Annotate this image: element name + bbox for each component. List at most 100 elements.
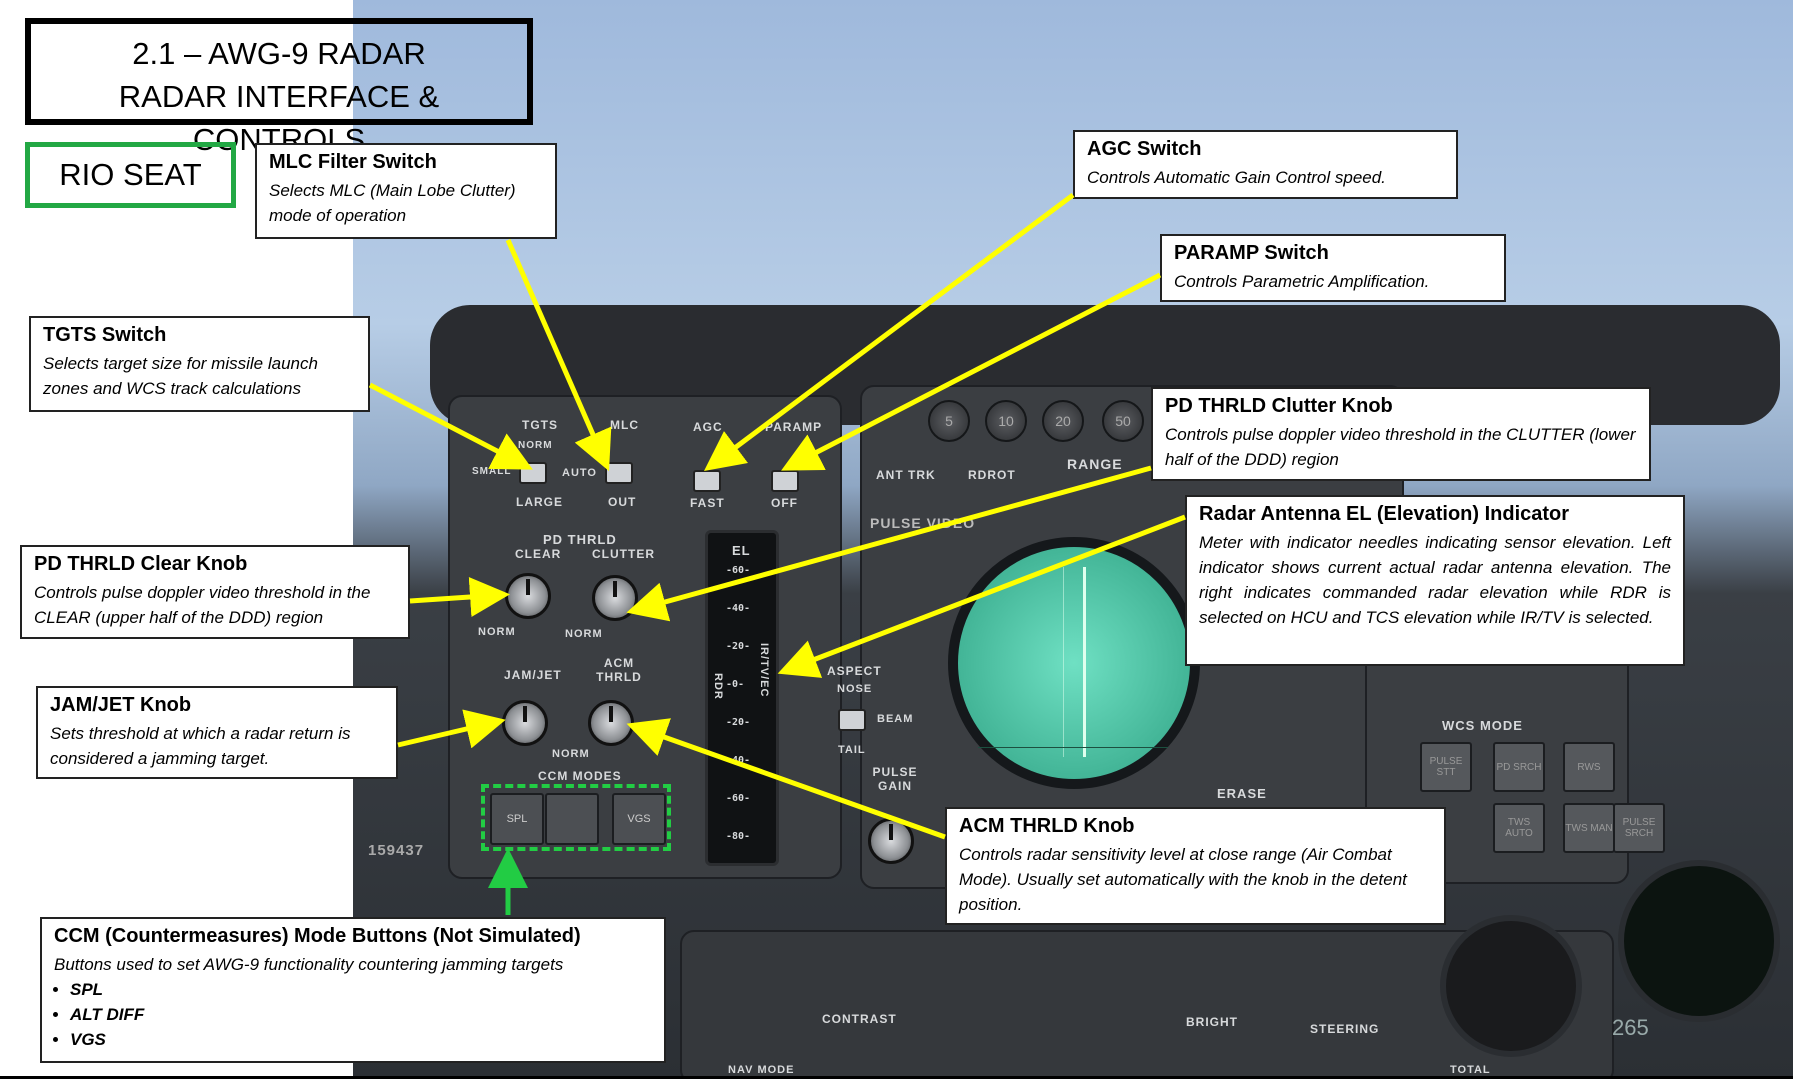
el-tick-label: -60- bbox=[726, 793, 751, 804]
callout-tgts-switch: TGTS Switch Selects target size for miss… bbox=[29, 316, 370, 412]
label-ant-trk: ANT TRK bbox=[876, 468, 936, 482]
callout-ccm-mode-buttons: CCM (Countermeasures) Mode Buttons (Not … bbox=[40, 917, 666, 1063]
arrow-paramp bbox=[781, 272, 1162, 471]
callout-acm-thrld-knob: ACM THRLD Knob Controls radar sensitivit… bbox=[945, 807, 1446, 925]
callout-title: TGTS Switch bbox=[43, 324, 167, 346]
callout-agc-switch: AGC Switch Controls Automatic Gain Contr… bbox=[1073, 130, 1458, 199]
arrow-acm bbox=[626, 718, 946, 840]
arrow-agc bbox=[703, 192, 1075, 471]
label-small: SMALL bbox=[472, 466, 512, 477]
label-bright: BRIGHT bbox=[1186, 1015, 1238, 1029]
label-aspect: ASPECT bbox=[827, 664, 882, 678]
label-fast: FAST bbox=[690, 496, 725, 510]
label-pd-thrld: PD THRLD bbox=[543, 532, 617, 547]
label-mlc: MLC bbox=[610, 418, 639, 432]
el-tick-label: -20- bbox=[726, 717, 751, 728]
label-agc: AGC bbox=[693, 420, 723, 434]
label-beam: BEAM bbox=[877, 713, 914, 725]
callout-title: JAM/JET Knob bbox=[50, 694, 192, 716]
label-tail: TAIL bbox=[838, 744, 866, 756]
label-clutter: CLUTTER bbox=[592, 547, 655, 561]
el-tick-label: -40- bbox=[726, 603, 751, 614]
label-large: LARGE bbox=[516, 495, 563, 509]
el-label: EL bbox=[732, 543, 751, 558]
label-wcs-mode: WCS MODE bbox=[1442, 718, 1523, 733]
callout-pd-thrld-clutter-knob: PD THRLD Clutter Knob Controls pulse dop… bbox=[1151, 387, 1651, 481]
list-item: SPL bbox=[70, 977, 652, 1002]
callout-antenna-el-indicator: Radar Antenna EL (Elevation) Indicator M… bbox=[1185, 495, 1685, 666]
label-rdrot: RDROT bbox=[968, 468, 1016, 482]
callout-title: CCM (Countermeasures) Mode Buttons (Not … bbox=[54, 925, 581, 947]
callout-text: Controls pulse doppler video threshold i… bbox=[34, 583, 371, 627]
list-item: ALT DIFF bbox=[70, 1002, 652, 1027]
wcs-tws-auto-button[interactable]: TWS AUTO bbox=[1493, 803, 1545, 853]
page-title: 2.1 – AWG-9 RADAR RADAR INTERFACE & CONT… bbox=[25, 18, 533, 157]
label-acm-thrld: ACM THRLD bbox=[596, 656, 642, 684]
paramp-switch[interactable] bbox=[771, 470, 799, 492]
callout-text: Sets threshold at which a radar return i… bbox=[50, 724, 351, 768]
mlc-switch[interactable] bbox=[605, 462, 633, 484]
arrow-antenna-el bbox=[777, 514, 1186, 678]
label-erase: ERASE bbox=[1217, 786, 1267, 801]
arrow-jam-jet bbox=[397, 709, 506, 749]
bottom-rule bbox=[0, 1076, 1793, 1079]
callout-text: Meter with indicator needles indicating … bbox=[1199, 533, 1671, 627]
wcs-pulse-srch-button[interactable]: PULSE SRCH bbox=[1613, 803, 1665, 853]
callout-text: Selects target size for missile launch z… bbox=[43, 354, 318, 398]
ccm-mode-list: SPL ALT DIFF VGS bbox=[54, 977, 652, 1052]
ccm-vgs-button[interactable]: VGS bbox=[612, 793, 666, 845]
ddd-screen bbox=[948, 537, 1200, 789]
el-tick-label: -20- bbox=[726, 641, 751, 652]
range-5-button[interactable]: 5 bbox=[928, 400, 970, 442]
callout-text: Controls pulse doppler video threshold i… bbox=[1165, 425, 1636, 469]
arrow-mlc bbox=[505, 238, 612, 472]
callout-title: PD THRLD Clutter Knob bbox=[1165, 395, 1393, 417]
callout-text: Controls Parametric Amplification. bbox=[1174, 272, 1430, 291]
rdr-label: RDR bbox=[712, 673, 724, 700]
page-number: 265 bbox=[1612, 1015, 1649, 1040]
clock-instrument bbox=[1440, 915, 1582, 1057]
aspect-switch[interactable] bbox=[838, 709, 866, 731]
wcs-tws-man-button[interactable]: TWS MAN bbox=[1563, 803, 1615, 853]
callout-pd-thrld-clear-knob: PD THRLD Clear Knob Controls pulse doppl… bbox=[20, 545, 410, 639]
label-contrast: CONTRAST bbox=[822, 1012, 897, 1026]
label-norm-clutter: NORM bbox=[565, 628, 603, 640]
ccm-spl-button[interactable]: SPL bbox=[490, 793, 544, 845]
callout-title: PD THRLD Clear Knob bbox=[34, 553, 248, 575]
seat-badge: RIO SEAT bbox=[25, 142, 236, 208]
range-50-button[interactable]: 50 bbox=[1102, 400, 1144, 442]
el-tick-label: -80- bbox=[726, 831, 751, 842]
wcs-rws-button[interactable]: RWS bbox=[1563, 742, 1615, 792]
label-off: OFF bbox=[771, 496, 798, 510]
label-norm: NORM bbox=[518, 440, 553, 451]
range-10-button[interactable]: 10 bbox=[985, 400, 1027, 442]
wcs-pulse-stt-button[interactable]: PULSE STT bbox=[1420, 742, 1472, 792]
agc-switch[interactable] bbox=[693, 470, 721, 492]
label-total: TOTAL bbox=[1450, 1064, 1491, 1076]
callout-text: Controls radar sensitivity level at clos… bbox=[959, 845, 1407, 914]
arrow-pd-clear bbox=[409, 577, 510, 617]
ccm-alt-diff-button[interactable] bbox=[545, 793, 599, 845]
callout-title: AGC Switch bbox=[1087, 138, 1202, 160]
hsd-instrument bbox=[1618, 860, 1780, 1022]
callout-title: PARAMP Switch bbox=[1174, 242, 1329, 264]
el-tick-label: -60- bbox=[726, 565, 751, 576]
wcs-pd-srch-button[interactable]: PD SRCH bbox=[1493, 742, 1545, 792]
label-norm-clear: NORM bbox=[478, 626, 516, 638]
label-norm-acm: NORM bbox=[552, 748, 590, 760]
acm-thrld-knob[interactable] bbox=[588, 700, 634, 746]
label-clear: CLEAR bbox=[515, 547, 562, 561]
el-tick-label: -40- bbox=[726, 755, 751, 766]
callout-jam-jet-knob: JAM/JET Knob Sets threshold at which a r… bbox=[36, 686, 398, 779]
range-20-button[interactable]: 20 bbox=[1042, 400, 1084, 442]
antenna-el-indicator: EL -60--40--20--0--20--40--60--80- RDR I… bbox=[705, 530, 779, 866]
arrow-pd-clutter bbox=[626, 465, 1152, 622]
label-paramp: PARAMP bbox=[765, 420, 823, 434]
callout-paramp-switch: PARAMP Switch Controls Parametric Amplif… bbox=[1160, 234, 1506, 302]
title-line-1: 2.1 – AWG-9 RADAR bbox=[132, 36, 426, 71]
callout-text: Controls Automatic Gain Control speed. bbox=[1087, 168, 1386, 187]
arrow-tgts bbox=[368, 382, 533, 470]
callout-text: Buttons used to set AWG-9 functionality … bbox=[54, 955, 564, 974]
label-nose: NOSE bbox=[837, 683, 873, 695]
